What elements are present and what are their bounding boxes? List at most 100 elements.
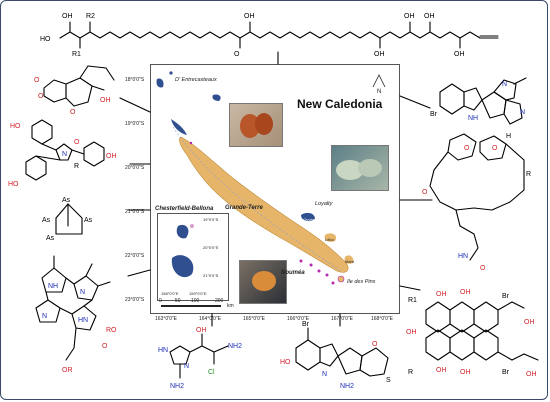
label-br: Br — [302, 321, 310, 328]
label-o: O — [492, 145, 498, 152]
lat-tick: 22°0'0"S — [125, 253, 145, 259]
leader-upper-right — [399, 95, 431, 109]
label-hn: HN — [458, 253, 468, 260]
leader-upper-left — [119, 97, 151, 113]
label-nh2: NH2 — [340, 383, 354, 390]
leader-bottom-right — [399, 285, 421, 291]
label-nh2: NH2 — [170, 383, 184, 390]
chesterfield-inset — [157, 213, 229, 301]
label-as: As — [84, 217, 93, 224]
north-label: N — [377, 89, 381, 95]
lat-tick: 18°0'0"S — [125, 77, 145, 83]
lat-tick: 21°0'0"S — [125, 209, 145, 215]
label-oh: OH — [100, 97, 111, 104]
map-panel: N New Caledonia Chesterfield-Bellona D' … — [125, 64, 400, 322]
label-o: O — [70, 109, 76, 116]
sponge-photo-red — [229, 103, 283, 147]
structure-arsenic-cage: As As As As — [42, 197, 93, 242]
label-dentrecasteaux: D' Entrecasteaux — [175, 77, 217, 83]
structure-pyrrole-phenols: HO N OH R O HO — [8, 119, 117, 188]
label-oh: OH — [196, 327, 207, 334]
leader-bottom-left — [127, 269, 151, 277]
label-oh: OH — [424, 13, 435, 20]
inset-lat-tick: 19°0'0"S — [203, 217, 219, 222]
label-n: N — [62, 151, 67, 158]
label-o: O — [38, 93, 44, 100]
label-r: R — [526, 171, 531, 178]
label-nh: NH — [468, 115, 478, 122]
dentrecasteaux-islet — [169, 71, 173, 75]
label-n: N — [502, 81, 507, 88]
inset-lat-tick: 20°0'0"S — [203, 245, 219, 250]
label-o: O — [464, 145, 470, 152]
north-arrow — [372, 74, 386, 88]
ouvea-island — [301, 212, 315, 222]
lon-tick: 167°0'0"E — [331, 316, 353, 322]
label-nh2: NH2 — [228, 343, 242, 350]
label-n: N — [322, 371, 327, 378]
label-ho: HO — [10, 123, 21, 130]
label-hn: HN — [78, 317, 88, 324]
label-hn: HN — [158, 347, 168, 354]
label-oh: OH — [460, 289, 471, 296]
scale-unit: km — [227, 303, 234, 309]
label-o: O — [234, 51, 240, 58]
label-n: N — [42, 313, 47, 320]
label-as: As — [42, 217, 51, 224]
label-ile-des-pins: Ile des Pins — [347, 279, 376, 285]
label-r1: R1 — [408, 297, 417, 304]
site-marker — [325, 273, 329, 277]
label-oh: OH — [374, 51, 385, 58]
label-h: H — [506, 133, 511, 140]
label-oh: OH — [460, 369, 471, 376]
label-o: O — [480, 265, 486, 272]
chesterfield-island-north — [176, 224, 189, 239]
structure-bromoindole: HO Br N NH2 O S — [280, 321, 391, 390]
label-oh: OH — [106, 153, 117, 160]
label-br: Br — [430, 111, 438, 118]
structure-polyaromatic: R1 R OH OH OH OH OH Br Br OH OH — [406, 289, 539, 378]
lat-tick: 23°0'0"S — [125, 297, 145, 303]
label-chesterfield: Chesterfield-Bellona — [155, 206, 214, 212]
label-noumea: Nouméa — [281, 270, 305, 276]
map-title: New Caledonia — [297, 97, 383, 111]
dentrecasteaux-island — [156, 78, 164, 88]
scale-tick: 0 — [159, 298, 162, 304]
grande-terre-island — [179, 136, 349, 273]
label-o: O — [422, 189, 428, 196]
scale-bar — [161, 305, 221, 307]
coral-photo — [331, 145, 389, 191]
chesterfield-island-south — [171, 255, 194, 278]
label-oh: OH — [454, 51, 465, 58]
northern-reef — [171, 119, 187, 135]
label-br: Br — [502, 293, 510, 300]
inset-pink-marker — [190, 224, 194, 228]
map-drawing: N — [156, 71, 386, 307]
label-s: S — [386, 377, 391, 384]
site-marker — [299, 259, 303, 263]
label-oh: OH — [524, 319, 535, 326]
label-o: O — [34, 77, 40, 84]
structure-macrolide: O O O H R HN O — [422, 133, 531, 272]
label-lifou: Lifou — [325, 237, 334, 242]
label-r: R — [74, 163, 79, 170]
ile-des-pins-island — [337, 275, 345, 283]
label-oh: OH — [526, 371, 537, 378]
label-mare: Maré — [345, 259, 355, 264]
label-nh: NH — [48, 283, 58, 290]
site-marker — [317, 269, 321, 273]
label-oh: OH — [436, 367, 447, 374]
label-r2: R2 — [86, 13, 95, 20]
site-marker — [331, 281, 335, 285]
label-o: O — [372, 341, 378, 348]
structure-bromoindole-pyrrolidine: Br NH N N — [430, 77, 527, 125]
lifou-island — [324, 233, 337, 242]
sponge-photo-orange — [239, 260, 287, 304]
scale-tick: 200 — [215, 298, 224, 304]
label-o: O — [74, 139, 80, 146]
label-r1: R1 — [72, 51, 81, 58]
label-ho: HO — [280, 359, 291, 366]
label-o: O — [102, 343, 108, 350]
reef-line-west — [172, 126, 342, 272]
